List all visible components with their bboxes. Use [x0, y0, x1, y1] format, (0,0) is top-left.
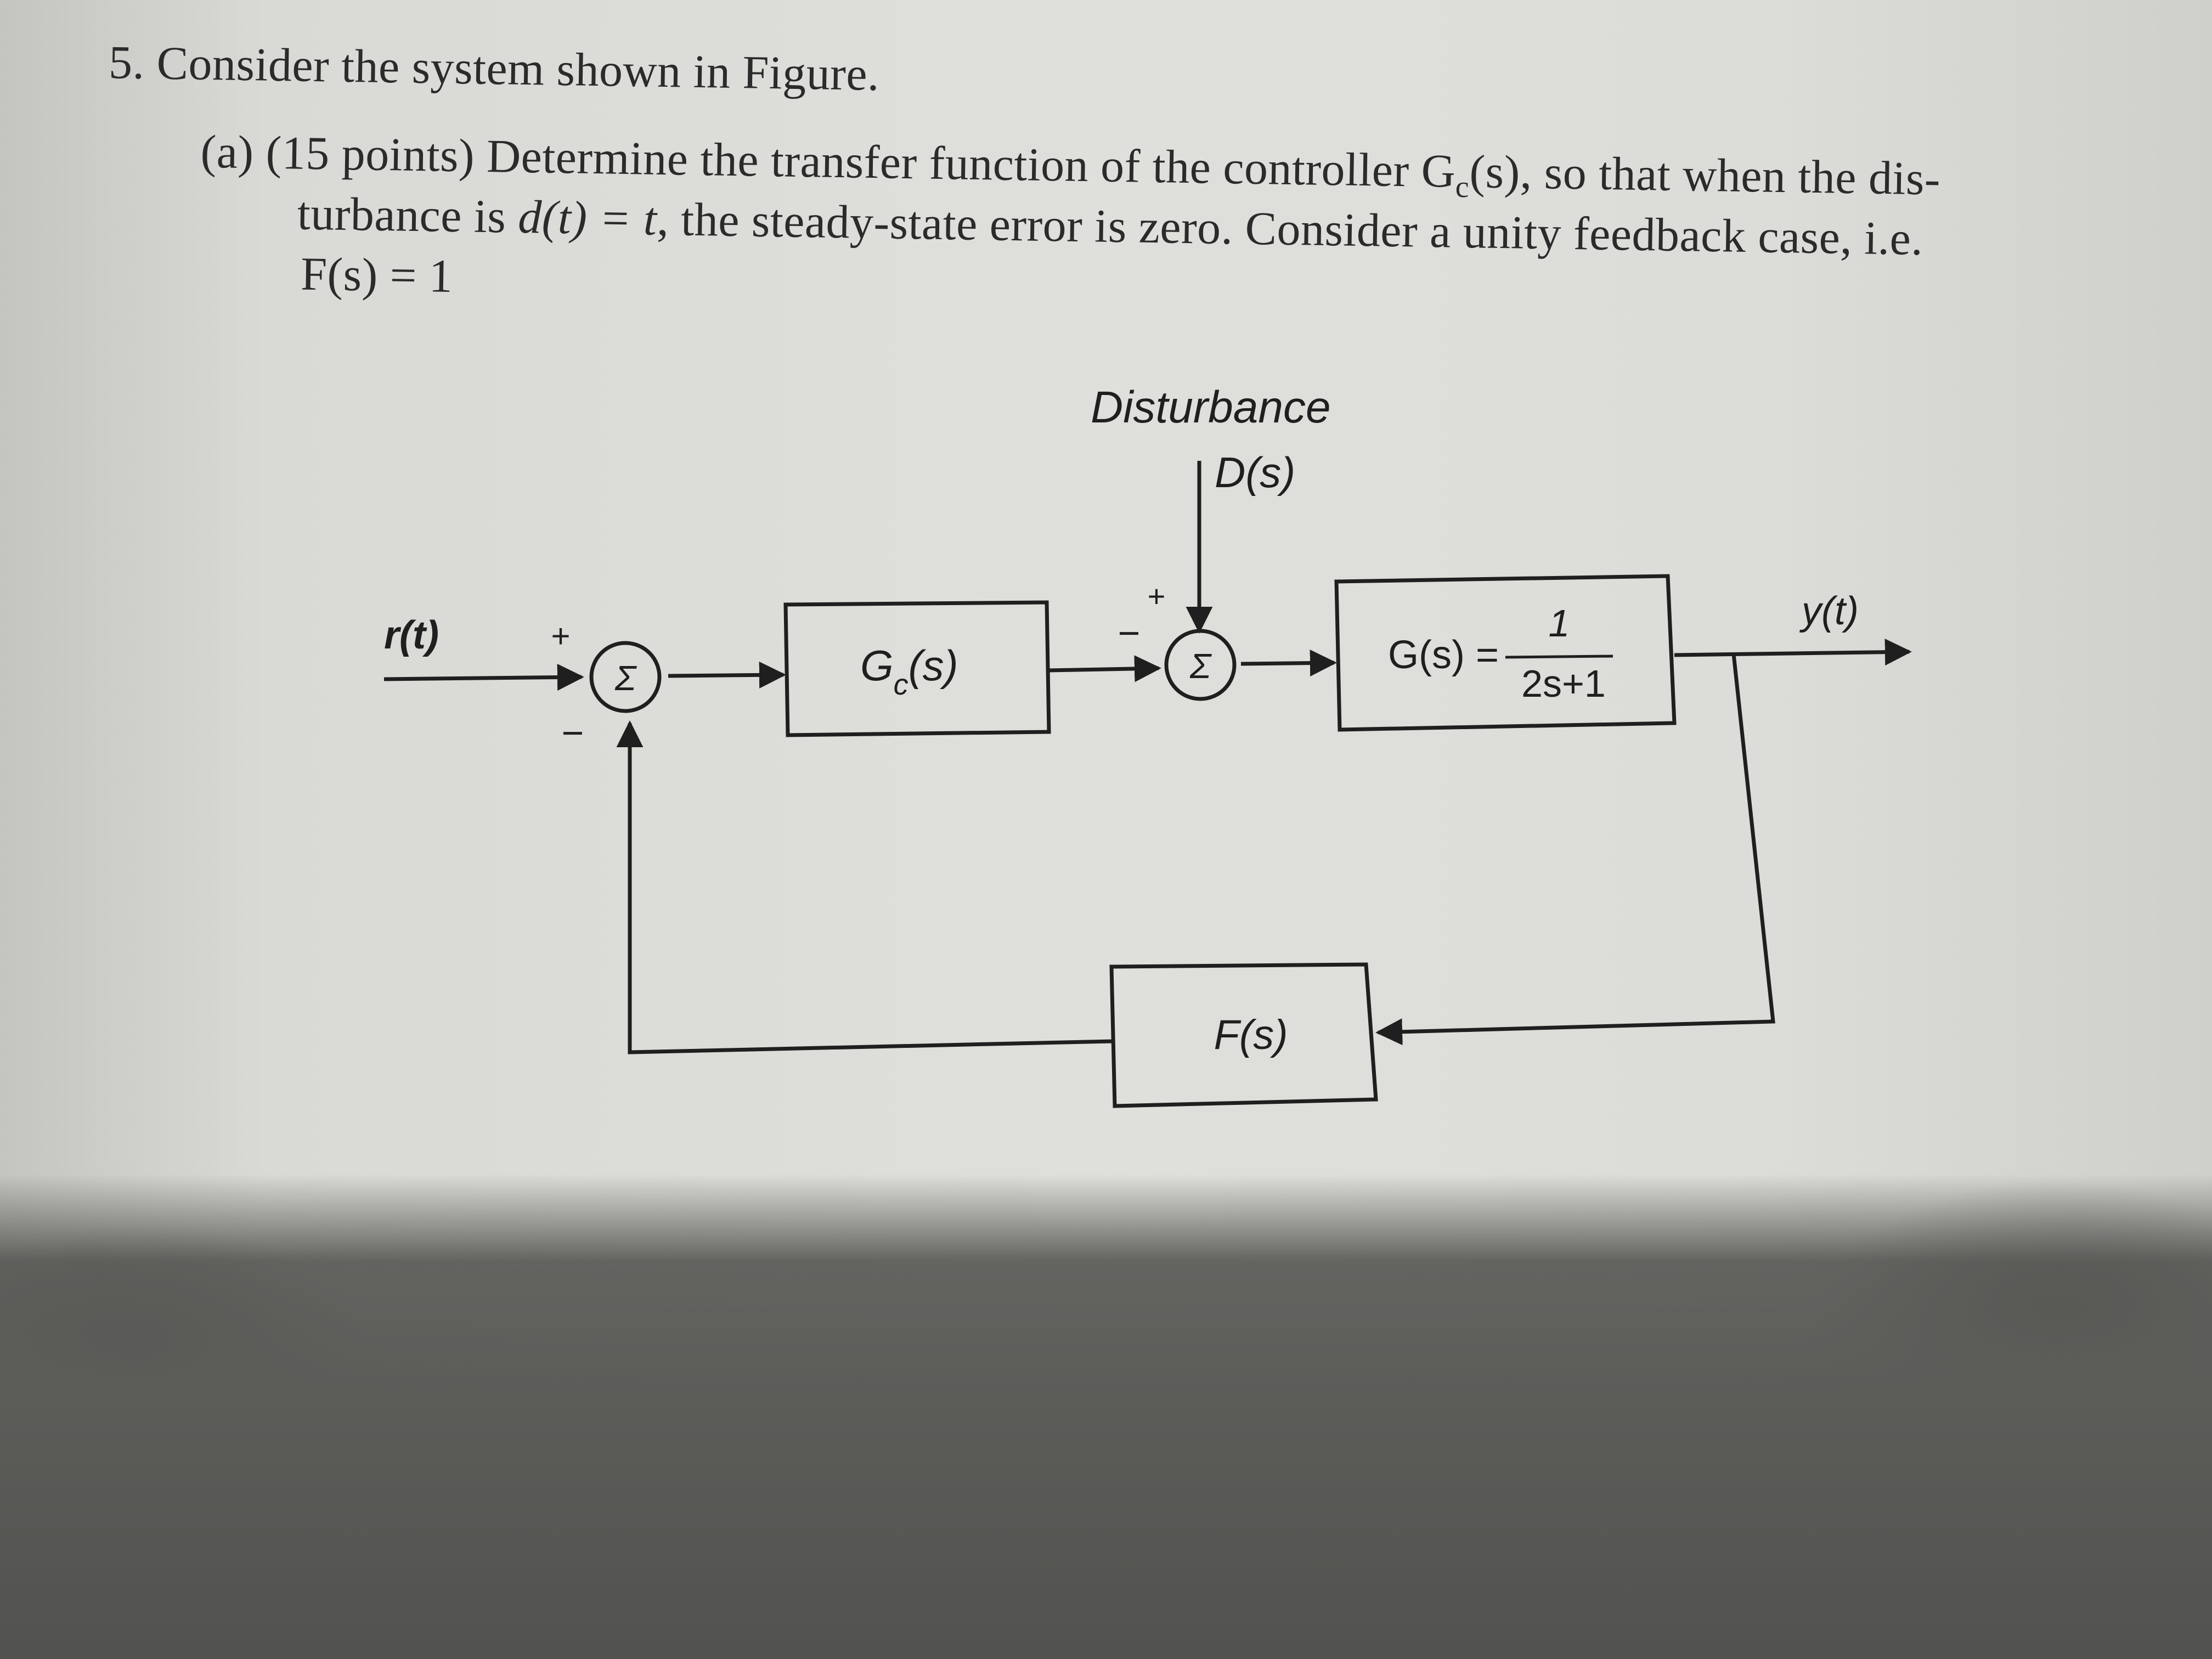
feedback-block: F(s) — [1109, 962, 1378, 1108]
plant-fraction-bar — [1505, 654, 1613, 659]
sum1-to-controller-arrow — [668, 661, 786, 689]
sum-junction-1: Σ + − — [551, 618, 662, 754]
sum2-to-plant-arrow — [1240, 650, 1337, 677]
controller-block: Gc(s) — [783, 600, 1051, 737]
sum-junction-2: Σ − + — [1118, 579, 1237, 701]
sum2-minus-sign: − — [1118, 612, 1141, 654]
controller-label: Gc(s) — [860, 641, 958, 701]
plant-denominator: 2s+1 — [1521, 662, 1606, 705]
output-arrow — [1674, 639, 1912, 666]
sum1-symbol: Σ — [614, 658, 637, 698]
plant-label: G(s) = — [1388, 633, 1499, 677]
feedback-return-arrow — [1375, 653, 1775, 1046]
input-arrow — [383, 663, 584, 691]
feedback-to-sum1-arrow — [616, 720, 1113, 1054]
sum1-minus-sign: − — [562, 712, 584, 754]
plant-block: G(s) = 1 2s+1 — [1334, 574, 1677, 732]
phone-shadow — [0, 1174, 2212, 1659]
controller-to-sum2-arrow — [1047, 655, 1161, 682]
plant-numerator: 1 — [1549, 602, 1570, 645]
output-signal-label: y(t) — [1799, 589, 1859, 633]
sum2-symbol: Σ — [1189, 646, 1212, 686]
sum2-plus-sign: + — [1148, 579, 1166, 613]
sum1-plus-sign: + — [551, 618, 570, 654]
disturbance-signal-label: D(s) — [1215, 448, 1295, 496]
input-signal-label: r(t) — [384, 613, 439, 657]
feedback-label: F(s) — [1214, 1012, 1288, 1058]
disturbance-label: Disturbance — [1091, 382, 1331, 432]
